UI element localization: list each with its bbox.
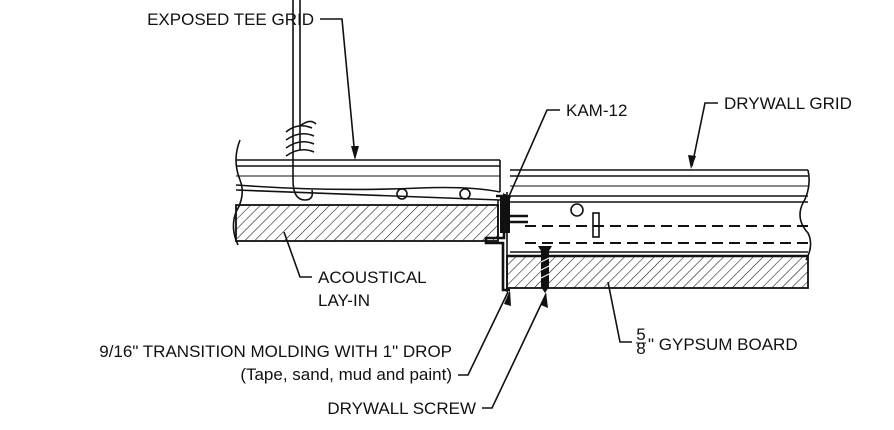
exposed-tee-grid [232,0,501,246]
kam12-clip [500,195,510,233]
leader-kam12 [503,109,560,209]
label-acoustical: ACOUSTICAL [318,268,427,287]
break-line [232,139,244,246]
grid-slot [592,212,600,238]
leader-gypsum-board [607,281,632,343]
leader-exposed-tee-grid [320,18,359,160]
gypsum-fraction-denominator: 8 [636,339,645,358]
leader-drywall-grid [688,102,718,169]
label-gypsum-board: 5 8 " GYPSUM BOARD [636,325,798,358]
label-drywall-grid: DRYWALL GRID [724,94,852,113]
leader-transition-molding [458,290,511,376]
wire-twist [285,120,317,157]
label-lay-in: LAY-IN [318,291,370,310]
kam12-fastener [510,214,528,224]
gypsum-fraction-numerator: 5 [636,325,645,344]
acoustical-lay-in-panel [235,204,499,242]
label-tape-note: (Tape, sand, mud and paint) [240,365,452,384]
gypsum-board-text: " GYPSUM BOARD [648,335,798,354]
grid-hole [570,203,584,217]
tee-hole [459,188,471,200]
label-drywall-screw: DRYWALL SCREW [327,399,476,418]
leader-acoustical [283,231,312,278]
label-exposed-tee-grid: EXPOSED TEE GRID [147,10,314,29]
label-transition-molding: 9/16" TRANSITION MOLDING WITH 1" DROP [99,342,452,361]
gypsum-board [506,254,809,289]
drywall-grid [510,169,812,261]
drywall-screw [538,246,552,293]
leader-drywall-screw [482,292,548,409]
break-line [799,169,812,261]
tee-hole [396,188,408,200]
label-kam12: KAM-12 [566,101,627,120]
hanger-wire [292,0,314,201]
